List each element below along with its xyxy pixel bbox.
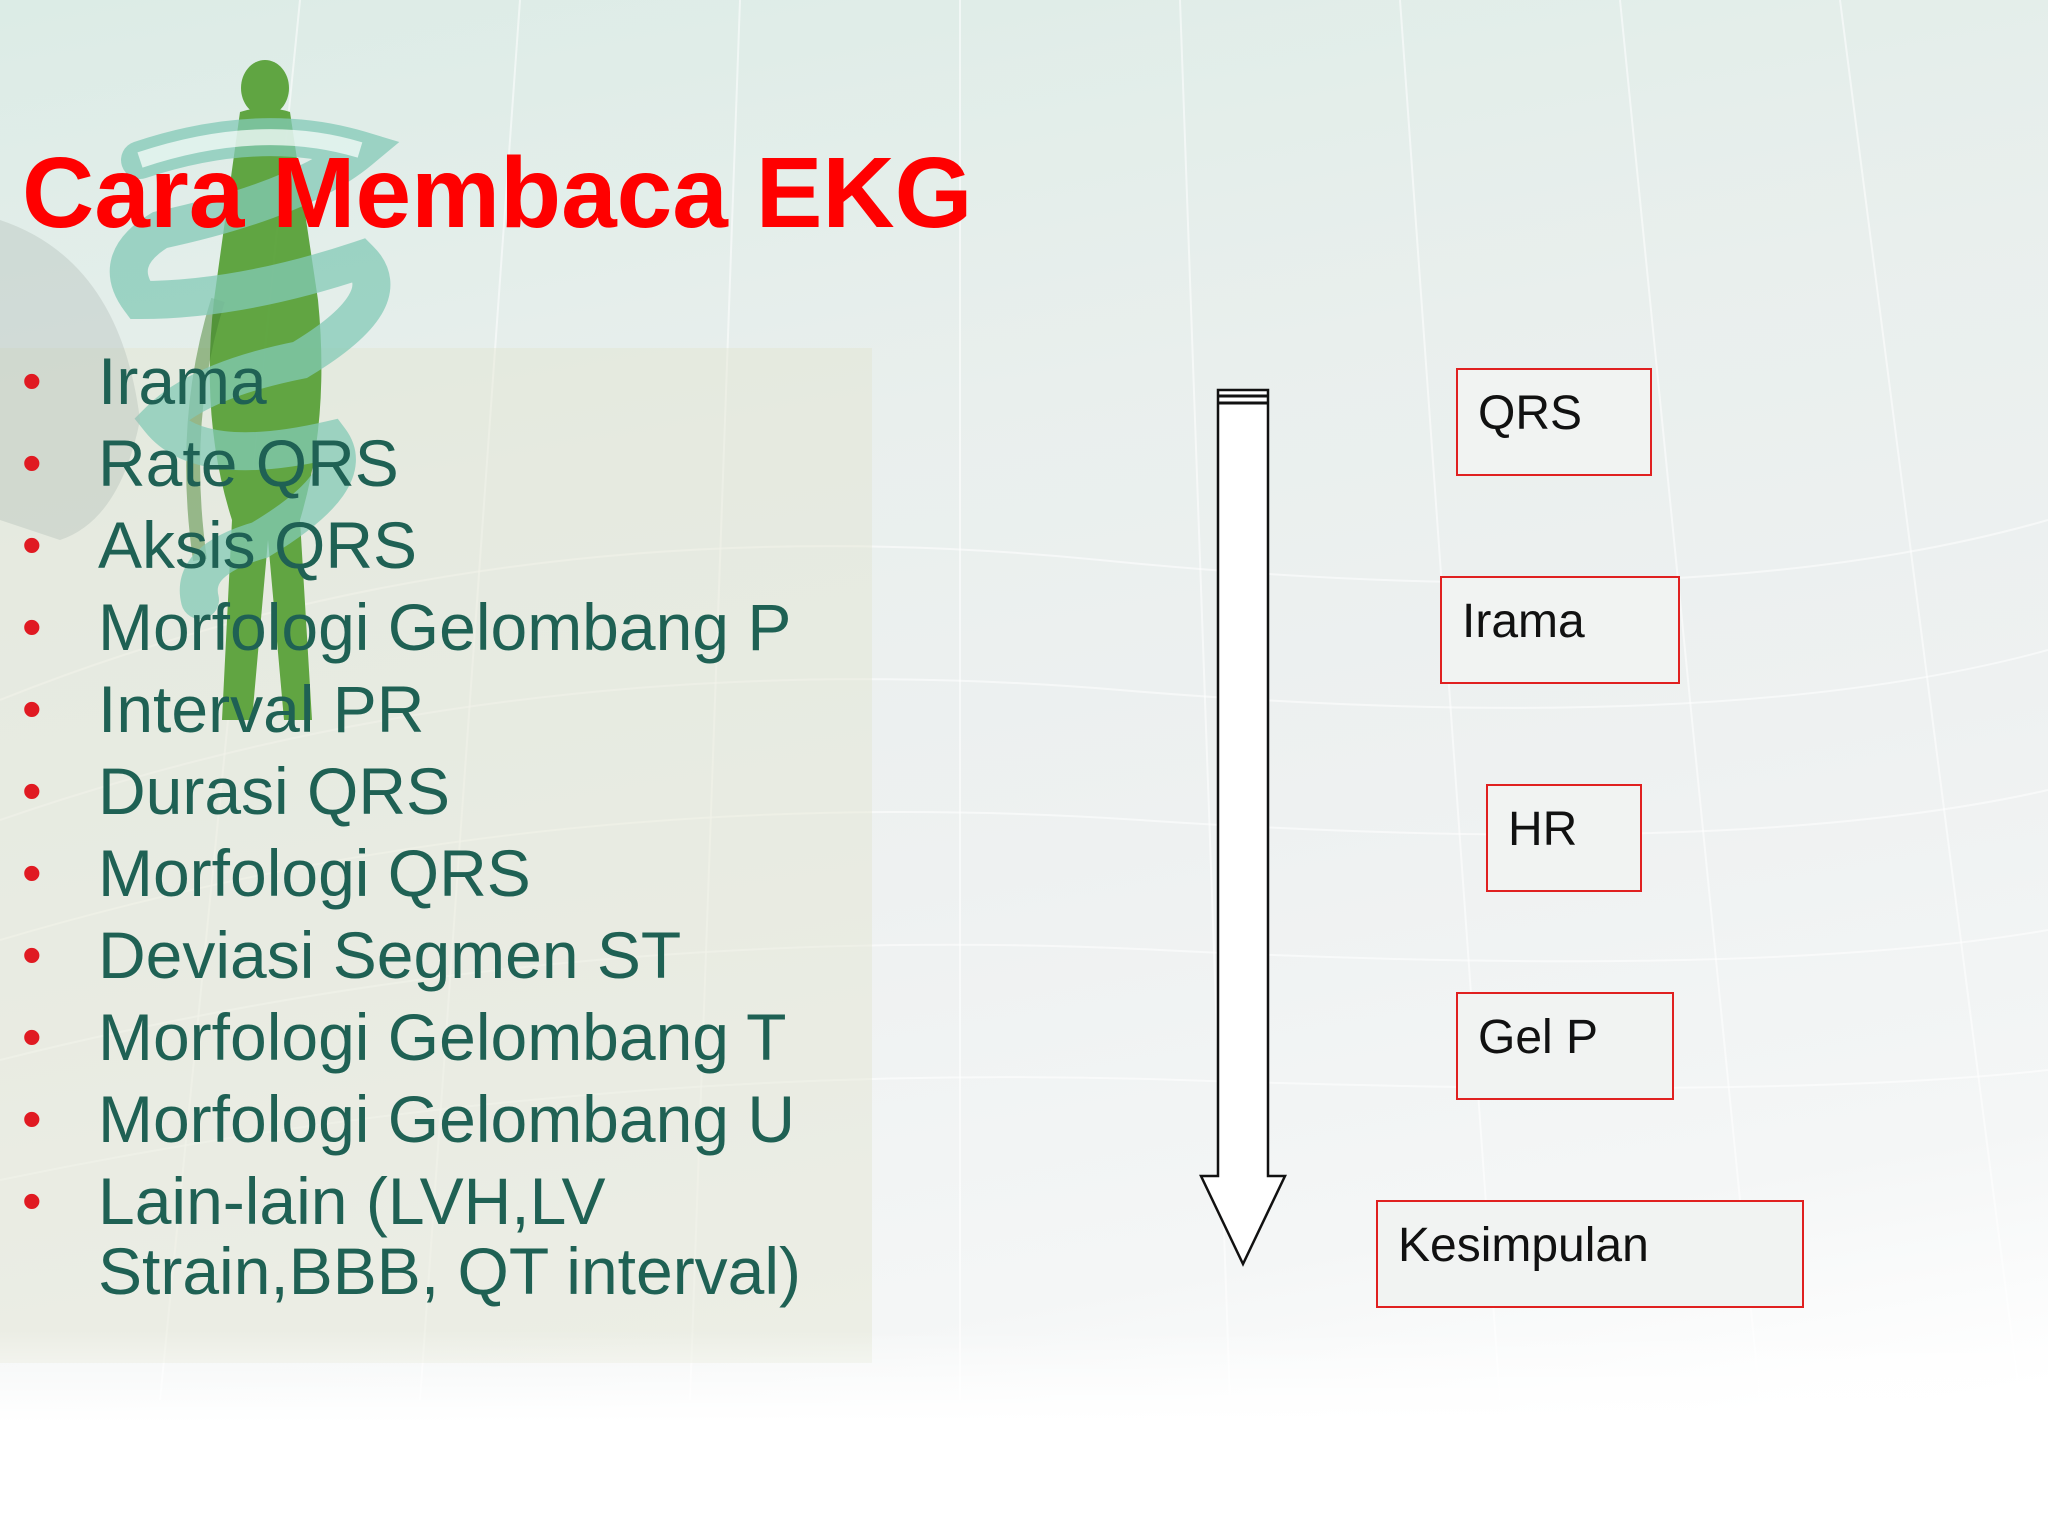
bullet-text: Morfologi Gelombang P (98, 590, 792, 664)
down-arrow-icon (1199, 388, 1287, 1267)
bullet-dot: • (22, 923, 42, 986)
bullet-dot: • (22, 841, 42, 904)
bullet-item: • Interval PR (0, 674, 880, 744)
bullet-dot: • (22, 349, 42, 412)
bullet-dot: • (22, 759, 42, 822)
bullet-item: • Lain-lain (LVH,LV Strain,BBB, QT interv… (0, 1166, 880, 1306)
bullet-text: Irama (98, 344, 267, 418)
flow-step-label: QRS (1478, 387, 1583, 440)
flow-step-label: Irama (1462, 595, 1585, 648)
flow-step-kesimpulan: Kesimpulan (1376, 1200, 1804, 1308)
bullet-text: Deviasi Segmen ST (98, 918, 682, 992)
bullet-dot: • (22, 1169, 42, 1232)
bullet-text: Lain-lain (LVH,LV Strain,BBB, QT interva… (98, 1164, 802, 1308)
bullet-list: • Irama • Rate QRS • Aksis QRS • Morfologi G… (0, 346, 880, 1318)
bullet-panel (0, 348, 872, 1363)
bullet-text: Durasi QRS (98, 754, 451, 828)
flow-step-label: Gel P (1478, 1011, 1599, 1064)
flow-step-irama: Irama (1440, 576, 1680, 684)
bullet-dot: • (22, 595, 42, 658)
slide-title: Cara Membaca EKG (22, 137, 973, 249)
flow-step-label: Kesimpulan (1398, 1219, 1649, 1272)
bullet-text: Interval PR (98, 672, 425, 746)
bullet-item: • Rate QRS (0, 428, 880, 498)
bullet-item: • Morfologi Gelombang P (0, 592, 880, 662)
bullet-text: Morfologi QRS (98, 836, 531, 910)
flow-step-label: HR (1508, 803, 1578, 856)
bullet-dot: • (22, 513, 42, 576)
bullet-item: • Morfologi QRS (0, 838, 880, 908)
bullet-text: Rate QRS (98, 426, 399, 500)
bullet-item: • Morfologi Gelombang T (0, 1002, 880, 1072)
bullet-dot: • (22, 431, 42, 494)
bullet-item: • Morfologi Gelombang U (0, 1084, 880, 1154)
bullet-item: • Aksis QRS (0, 510, 880, 580)
bullet-text: Morfologi Gelombang U (98, 1082, 795, 1156)
bullet-dot: • (22, 1005, 42, 1068)
flow-step-hr: HR (1486, 784, 1642, 892)
bullet-text: Morfologi Gelombang T (98, 1000, 787, 1074)
bullet-dot: • (22, 677, 42, 740)
bottom-fade (0, 1330, 2048, 1536)
flow-step-qrs: QRS (1456, 368, 1652, 476)
flow-step-gel-p: Gel P (1456, 992, 1674, 1100)
bullet-item: • Deviasi Segmen ST (0, 920, 880, 990)
bullet-dot: • (22, 1087, 42, 1150)
bullet-item: • Irama (0, 346, 880, 416)
bullet-item: • Durasi QRS (0, 756, 880, 826)
bullet-text: Aksis QRS (98, 508, 418, 582)
